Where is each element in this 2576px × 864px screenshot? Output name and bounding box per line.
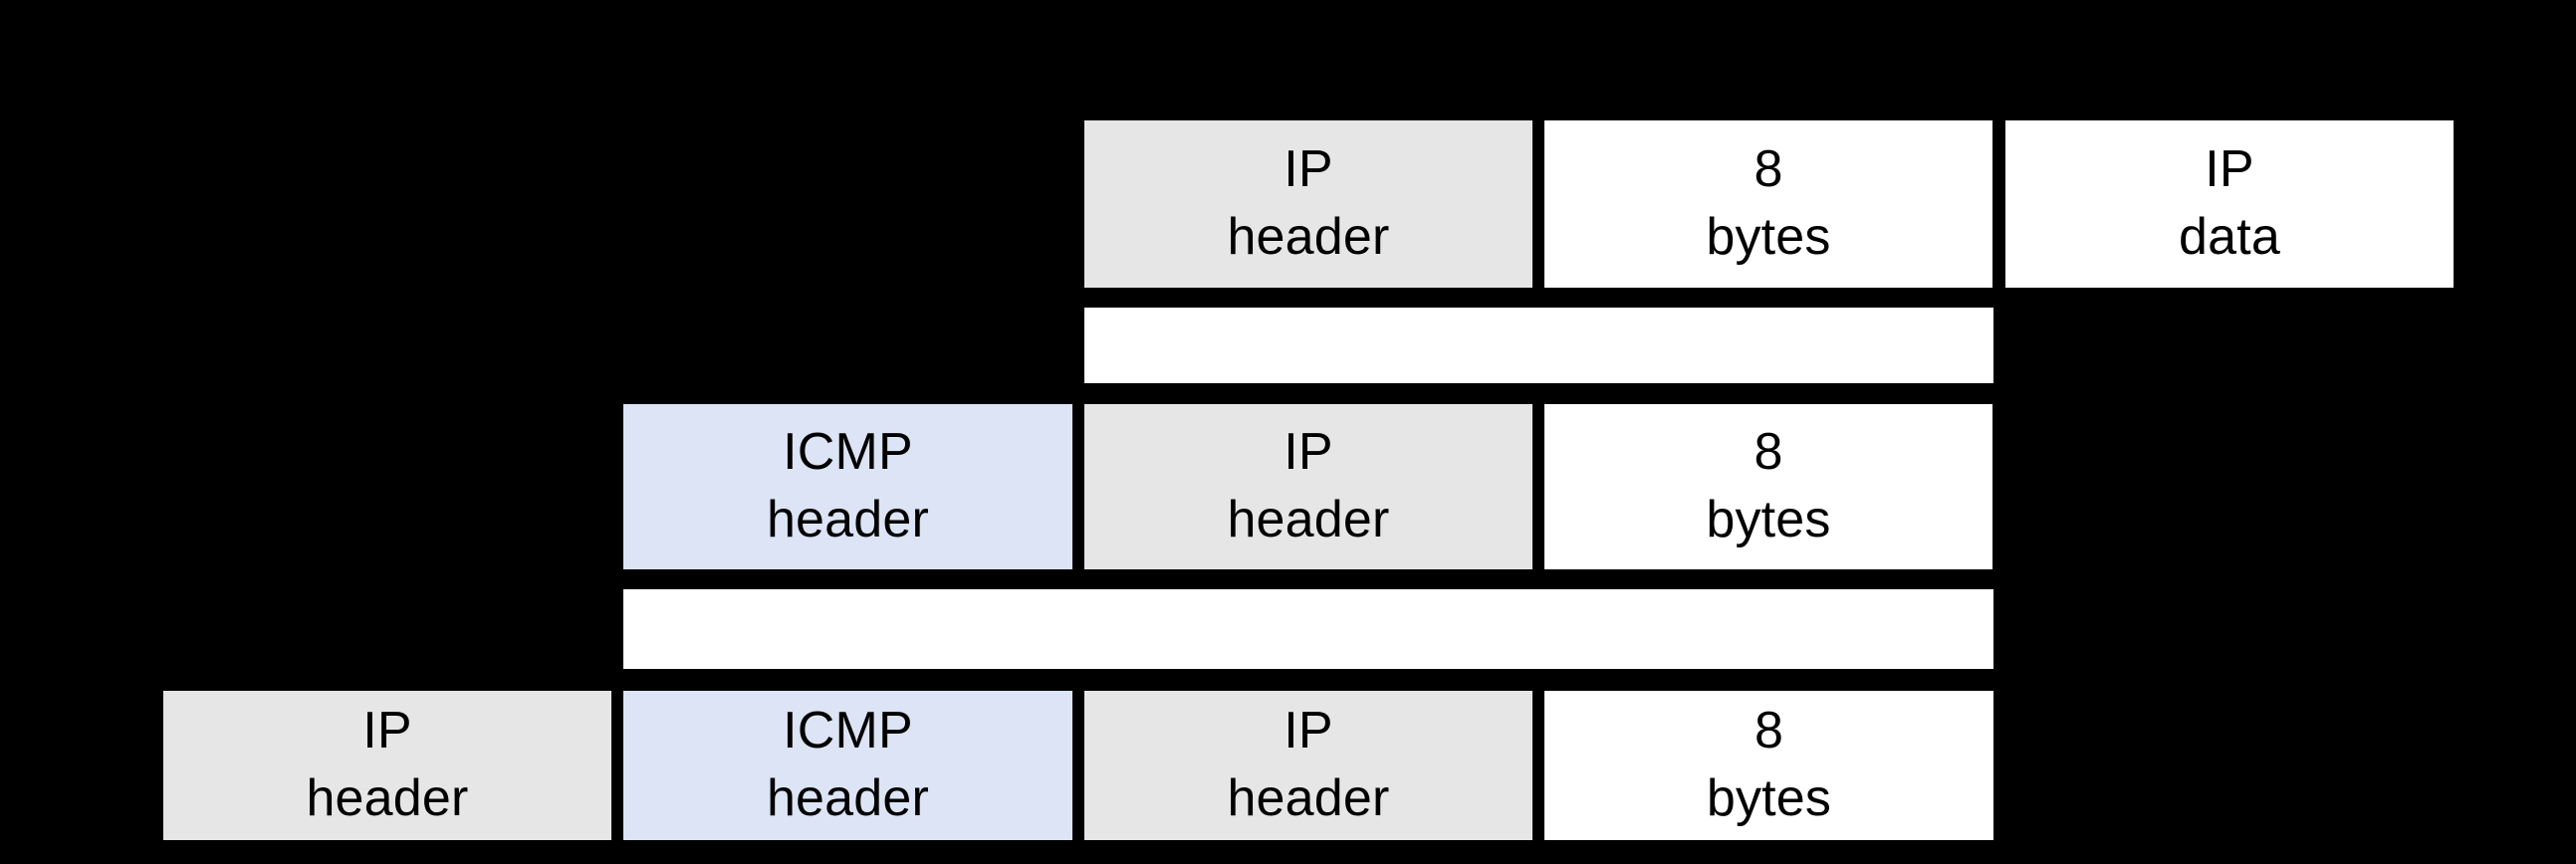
cell-line-secondary: bytes — [1706, 491, 1831, 548]
cell-line-secondary: header — [766, 769, 930, 827]
cell-line-secondary: bytes — [1706, 769, 1832, 827]
cell-line-primary: ICMP — [783, 423, 913, 482]
original-ip-datagram-ip-data: IP data — [1999, 114, 2459, 294]
cell-line-primary: IP — [1284, 702, 1333, 760]
original-ip-datagram-ip-header: IP header — [1078, 114, 1538, 294]
cell-line-secondary: header — [766, 491, 930, 548]
cell-line-secondary: header — [306, 769, 469, 827]
cell-line-primary: IP — [362, 702, 412, 760]
cell-line-secondary: bytes — [1706, 208, 1831, 266]
icmp-message-icmp-header: ICMP header — [617, 398, 1078, 575]
icmp-datagram-icmp-header: ICMP header — [617, 685, 1078, 846]
cell-line-primary: IP — [2205, 140, 2254, 199]
cell-line-secondary: header — [1227, 208, 1390, 266]
cell-line-secondary: header — [1227, 769, 1390, 827]
cell-line-primary: 8 — [1754, 140, 1783, 199]
icmp-datagram-ip-header-inner: IP header — [1078, 685, 1538, 846]
cell-line-secondary: header — [1227, 491, 1390, 548]
cell-line-secondary: data — [2178, 208, 2280, 266]
original-ip-datagram-eight-bytes: 8 bytes — [1538, 114, 1998, 294]
cell-line-primary: ICMP — [783, 702, 913, 760]
connector-bar-top — [1078, 302, 1999, 389]
icmp-message-ip-header: IP header — [1078, 398, 1538, 575]
icmp-message-eight-bytes: 8 bytes — [1538, 398, 1998, 575]
cell-line-primary: 8 — [1754, 423, 1783, 482]
icmp-datagram-eight-bytes: 8 bytes — [1538, 685, 1999, 846]
cell-line-primary: IP — [1284, 423, 1333, 482]
connector-bar-bottom — [617, 583, 1999, 675]
cell-line-primary: IP — [1284, 140, 1333, 199]
icmp-datagram-ip-header-outer: IP header — [157, 685, 617, 846]
cell-line-primary: 8 — [1754, 702, 1784, 760]
